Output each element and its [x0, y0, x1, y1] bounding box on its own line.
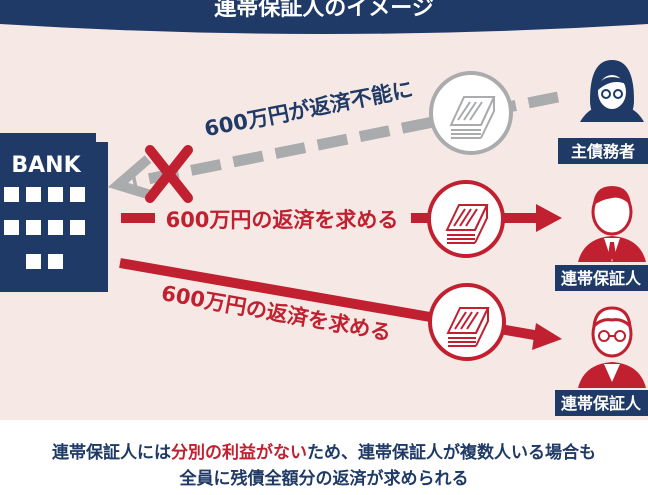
- guarantor-1-icon: [578, 186, 646, 262]
- cancel-x-icon: [145, 145, 193, 203]
- guarantor-1-badge: [555, 265, 648, 291]
- header-banner: [0, 0, 648, 34]
- money-icon-red-1: [427, 180, 505, 258]
- bank-windows: [4, 187, 85, 269]
- bank-building-icon: BANK: [0, 133, 108, 292]
- money-icon-red-2: [428, 283, 506, 361]
- guarantor-2-badge: [555, 390, 648, 416]
- middle-arrow-label: 600万円の返済を求める: [166, 208, 399, 232]
- guarantor-2-label: 連帯保証人: [561, 394, 642, 413]
- footer-background: [0, 420, 648, 495]
- main-debtor-label: 主債務者: [571, 142, 635, 161]
- bottom-arrow: [119, 258, 562, 350]
- guarantor-2-icon: [578, 306, 646, 388]
- footer-emphasis: 分別の利益がない: [171, 442, 307, 463]
- footer-line-1-part-1: 連帯保証人には: [52, 442, 171, 463]
- middle-arrow: [121, 204, 562, 232]
- bank-label: BANK: [11, 153, 81, 178]
- footer-line-1-part-2: ため、連帯保証人が複数人いる場合も: [307, 442, 596, 463]
- footer-line-2: 全員に残債全額分の返済が求められる: [179, 468, 469, 489]
- main-debtor-badge: [558, 138, 648, 164]
- main-debtor-icon: [580, 60, 644, 122]
- money-icon-gray: [429, 71, 513, 155]
- header-title: 連帯保証人のイメージ: [214, 0, 434, 21]
- footer-line-1: 連帯保証人には分別の利益がないため、連帯保証人が複数人いる場合も: [52, 442, 596, 463]
- guarantor-1-label: 連帯保証人: [561, 269, 642, 288]
